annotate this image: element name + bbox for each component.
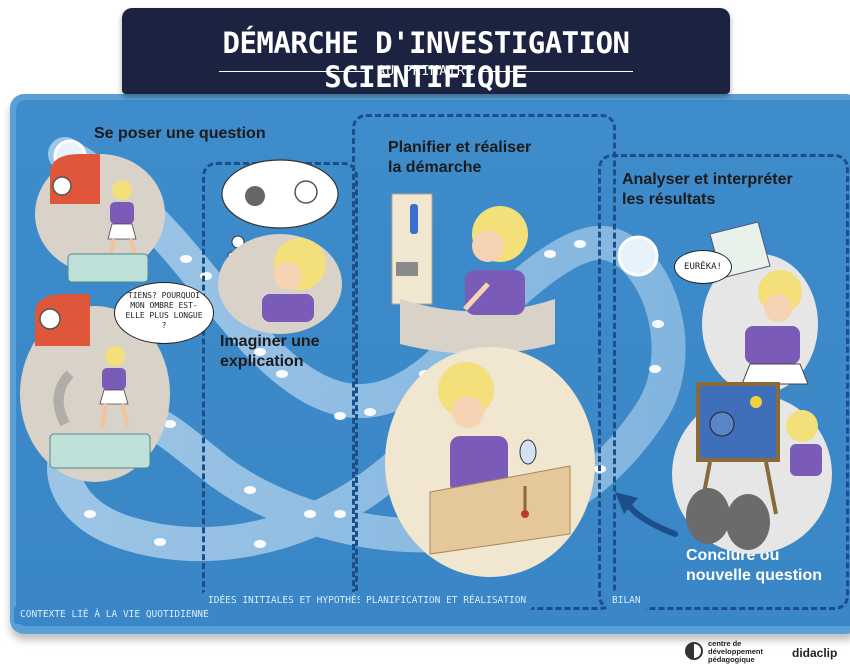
step-plan: Planifier et réaliser la démarche — [388, 138, 531, 178]
step-conclude-line2: nouvelle question — [686, 567, 823, 584]
step-plan-line2: la démarche — [388, 159, 482, 176]
scene-conclude — [672, 382, 832, 554]
page-subtitle: AU PRIMAIRE — [122, 64, 730, 79]
page-title: DÉMARCHE D'INVESTIGATION SCIENTIFIQUE — [222, 26, 630, 94]
step-plan-line1: Planifier et réaliser — [388, 139, 532, 156]
cdp-line3: pédagogique — [708, 655, 755, 664]
step-question: Se poser une question — [94, 125, 266, 142]
step-analyse: Analyser et interpréter les résultats — [622, 170, 793, 210]
speech-bubble-eureka: EURÊKA! — [674, 250, 732, 284]
scene-question-top — [35, 154, 165, 283]
step-imagine: Imaginer une explication — [220, 332, 320, 372]
cdp-line2: développement — [708, 647, 764, 656]
illustrations — [20, 154, 832, 577]
zone-label-idees: IDÉES INITIALES ET HYPOTHÈSES — [202, 592, 380, 610]
step-imagine-line1: Imaginer une — [220, 333, 320, 350]
investigation-board: CONTEXTE LIÉ À LA VIE QUOTIDIENNE IDÉES … — [10, 94, 850, 634]
return-arrow-head — [615, 492, 638, 514]
zone-label-contexte: CONTEXTE LIÉ À LA VIE QUOTIDIENNE — [14, 606, 215, 624]
step-analyse-line1: Analyser et interpréter — [622, 171, 793, 188]
zone-label-bilan: BILAN — [606, 592, 647, 610]
scene-analyse — [702, 221, 818, 394]
step-analyse-line2: les résultats — [622, 191, 716, 208]
title-banner: DÉMARCHE D'INVESTIGATION SCIENTIFIQUE AU… — [122, 8, 730, 94]
scene-imagine — [218, 159, 342, 334]
zone-label-planification: PLANIFICATION ET RÉALISATION — [360, 592, 533, 610]
cdp-logo-icon — [685, 642, 703, 660]
cdp-line1: centre de — [708, 639, 742, 648]
zone-bilan — [598, 154, 849, 610]
cdp-logo-text: centre de développement pédagogique — [708, 640, 763, 664]
didaclip-logo: didaclip — [792, 646, 838, 660]
scene-question-bottom — [20, 294, 170, 482]
scene-plan-top — [391, 193, 555, 354]
analysis-point — [617, 235, 659, 277]
step-imagine-line2: explication — [220, 353, 304, 370]
scene-plan-bottom — [385, 347, 595, 577]
speech-bubble-question: TIENS? POURQUOI MON OMBRE EST-ELLE PLUS … — [114, 282, 214, 344]
